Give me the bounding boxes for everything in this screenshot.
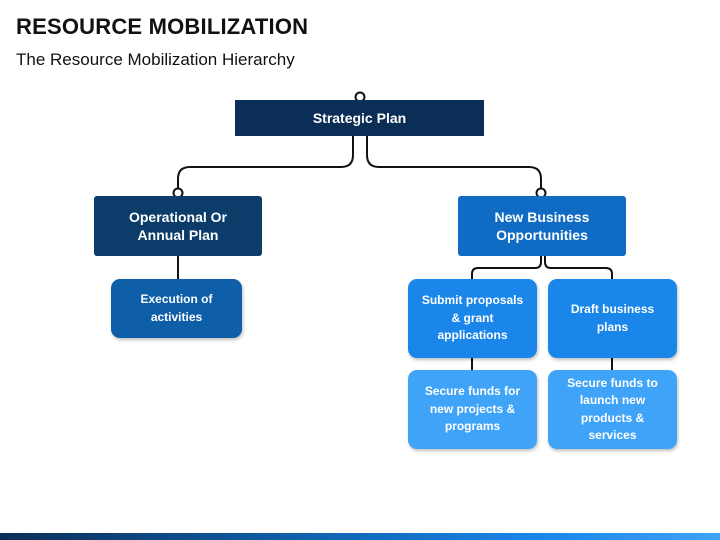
connector-root-left <box>177 136 354 191</box>
connector-root-right <box>366 136 542 191</box>
draft-business-label: Draft business plans <box>570 302 655 334</box>
secure-funds-products-label: Secure funds to launch new products & se… <box>567 375 658 442</box>
page-title: RESOURCE MOBILIZATION <box>16 14 309 39</box>
new-business-box: New Business Opportunities <box>458 196 626 256</box>
submit-proposals-card: Submit proposals & grant applications <box>408 279 537 358</box>
secure-funds-projects-label: Secure funds for new projects & programs <box>424 384 521 434</box>
draft-business-card: Draft business plans <box>548 279 677 358</box>
secure-funds-projects-card: Secure funds for new projects & programs <box>408 370 537 449</box>
bottom-accent-bar <box>0 533 720 540</box>
secure-funds-products-card: Secure funds to launch new products & se… <box>548 370 677 449</box>
page-subtitle: The Resource Mobilization Hierarchy <box>16 50 295 69</box>
strategic-plan-box: Strategic Plan <box>235 100 484 136</box>
submit-proposals-label: Submit proposals & grant applications <box>421 293 524 343</box>
connector-right-bracket-right <box>544 256 613 279</box>
operational-plan-label: Operational Or Annual Plan <box>128 208 228 243</box>
operational-plan-box: Operational Or Annual Plan <box>94 196 262 256</box>
execution-card: Execution of activities <box>111 279 242 338</box>
new-business-label: New Business Opportunities <box>494 208 590 243</box>
execution-label: Execution of activities <box>140 292 213 324</box>
connector-right-bracket-left <box>471 256 542 279</box>
